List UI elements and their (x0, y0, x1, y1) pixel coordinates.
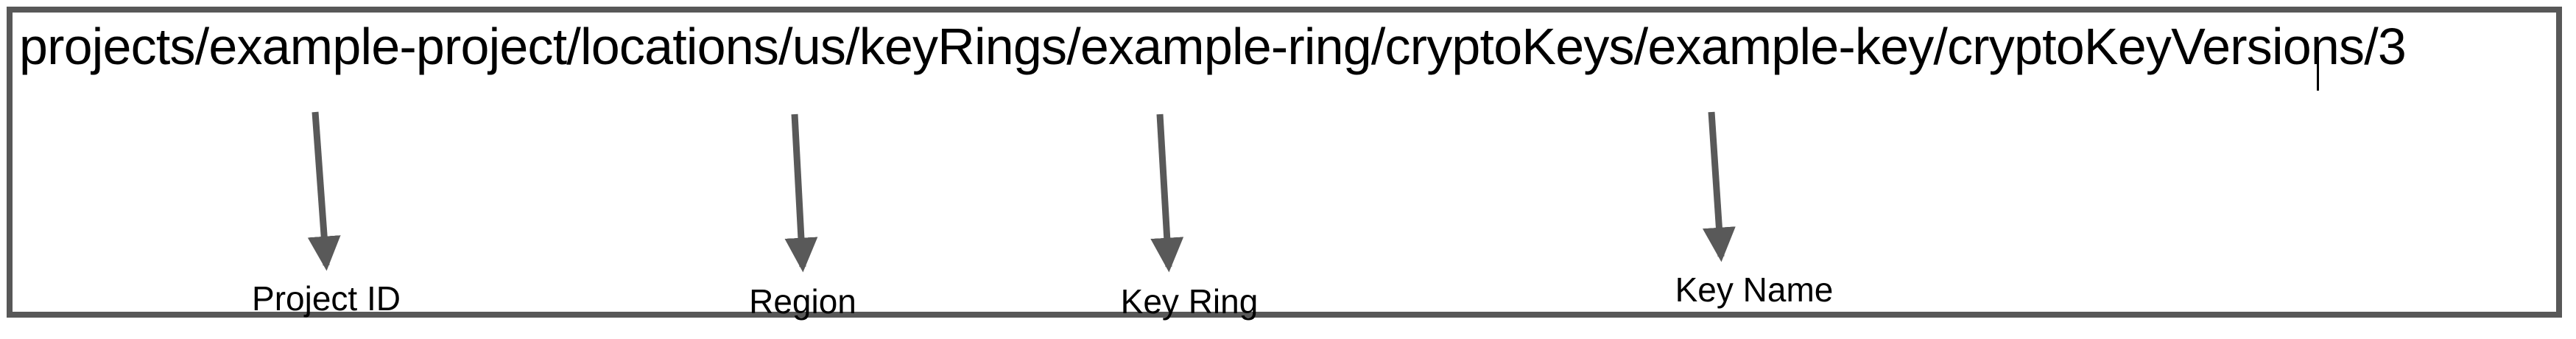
text-caret (2317, 44, 2319, 91)
callout-label-key-name: Key Name (1675, 270, 1834, 309)
callout-label-key-ring: Key Ring (1120, 282, 1259, 321)
resource-name-frame (7, 7, 2562, 318)
callout-label-region: Region (749, 282, 856, 321)
resource-path-text[interactable]: projects/example-project/locations/us/ke… (19, 18, 2407, 75)
callout-label-project-id: Project ID (252, 279, 401, 318)
